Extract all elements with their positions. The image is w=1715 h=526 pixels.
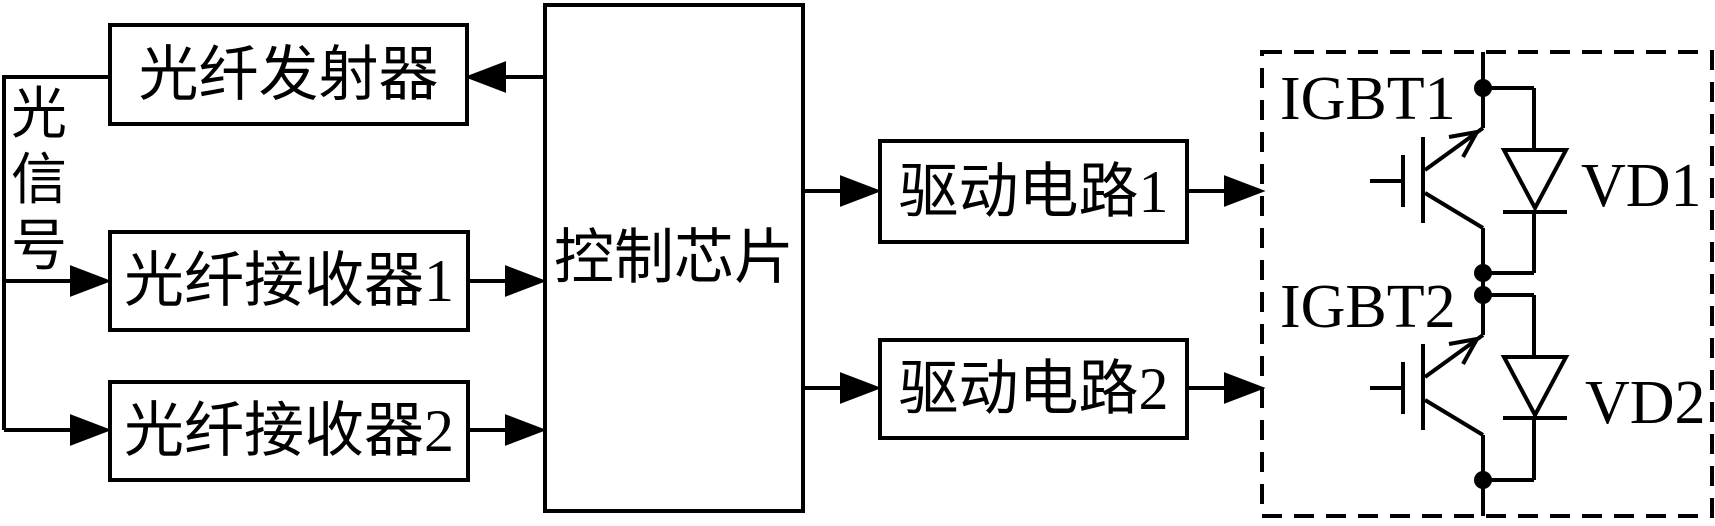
vd2-label: VD2 xyxy=(1585,369,1706,437)
arrow-receiver1-to-controller xyxy=(470,265,547,297)
optical-signal-label: 光 信 号 xyxy=(10,82,68,280)
vd1-diode-symbol xyxy=(1500,88,1570,273)
block-control-chip: 控制芯片 xyxy=(543,3,805,513)
arrow-controller-to-driver2 xyxy=(805,372,882,404)
vd2-diode-symbol xyxy=(1500,295,1570,480)
arrow-driver1-to-module xyxy=(1188,175,1266,207)
igbt1-label: IGBT1 xyxy=(1280,65,1456,133)
arrowhead-to-receiver1 xyxy=(70,265,112,297)
optical-signal-trunk xyxy=(2,75,112,446)
arrow-controller-to-driver1 xyxy=(805,175,882,207)
block-fiber-receiver-1: 光纤接收器1 xyxy=(108,230,470,332)
arrowhead-to-receiver2 xyxy=(70,414,112,446)
block-fiber-receiver-2-label: 光纤接收器2 xyxy=(124,398,454,464)
optical-signal-char-2: 信 xyxy=(11,150,67,212)
block-fiber-receiver-2: 光纤接收器2 xyxy=(108,380,470,482)
block-fiber-transmitter: 光纤发射器 xyxy=(108,23,469,126)
block-fiber-transmitter-label: 光纤发射器 xyxy=(138,41,439,108)
arrow-driver2-to-module xyxy=(1188,372,1266,404)
junction-dots xyxy=(1474,79,1492,489)
igbt2-label: IGBT2 xyxy=(1280,273,1456,341)
module-bus-wires xyxy=(1481,52,1534,516)
igbt1-emitter-diagonal xyxy=(1423,191,1485,230)
block-drive-circuit-2-label: 驱动电路2 xyxy=(898,356,1169,422)
block-drive-circuit-1-label: 驱动电路1 xyxy=(898,158,1169,225)
vd1-label: VD1 xyxy=(1581,152,1702,220)
optical-signal-char-3: 号 xyxy=(11,216,67,278)
block-fiber-receiver-1-label: 光纤接收器1 xyxy=(124,248,454,314)
block-drive-circuit-2: 驱动电路2 xyxy=(878,338,1189,440)
igbt2-emitter-diagonal xyxy=(1423,398,1485,437)
igbt2-arrowhead xyxy=(1448,336,1481,365)
arrow-controller-to-transmitter xyxy=(464,61,543,93)
arrow-receiver2-to-controller xyxy=(470,414,547,446)
block-drive-circuit-1: 驱动电路1 xyxy=(878,139,1189,244)
igbt1-arrowhead xyxy=(1448,129,1481,158)
igbt1-symbol xyxy=(1370,126,1485,230)
optical-signal-char-1: 光 xyxy=(11,84,67,146)
igbt2-symbol xyxy=(1370,333,1485,437)
block-control-chip-label: 控制芯片 xyxy=(554,225,794,291)
igbt-module-dashed-border xyxy=(1260,50,1714,518)
